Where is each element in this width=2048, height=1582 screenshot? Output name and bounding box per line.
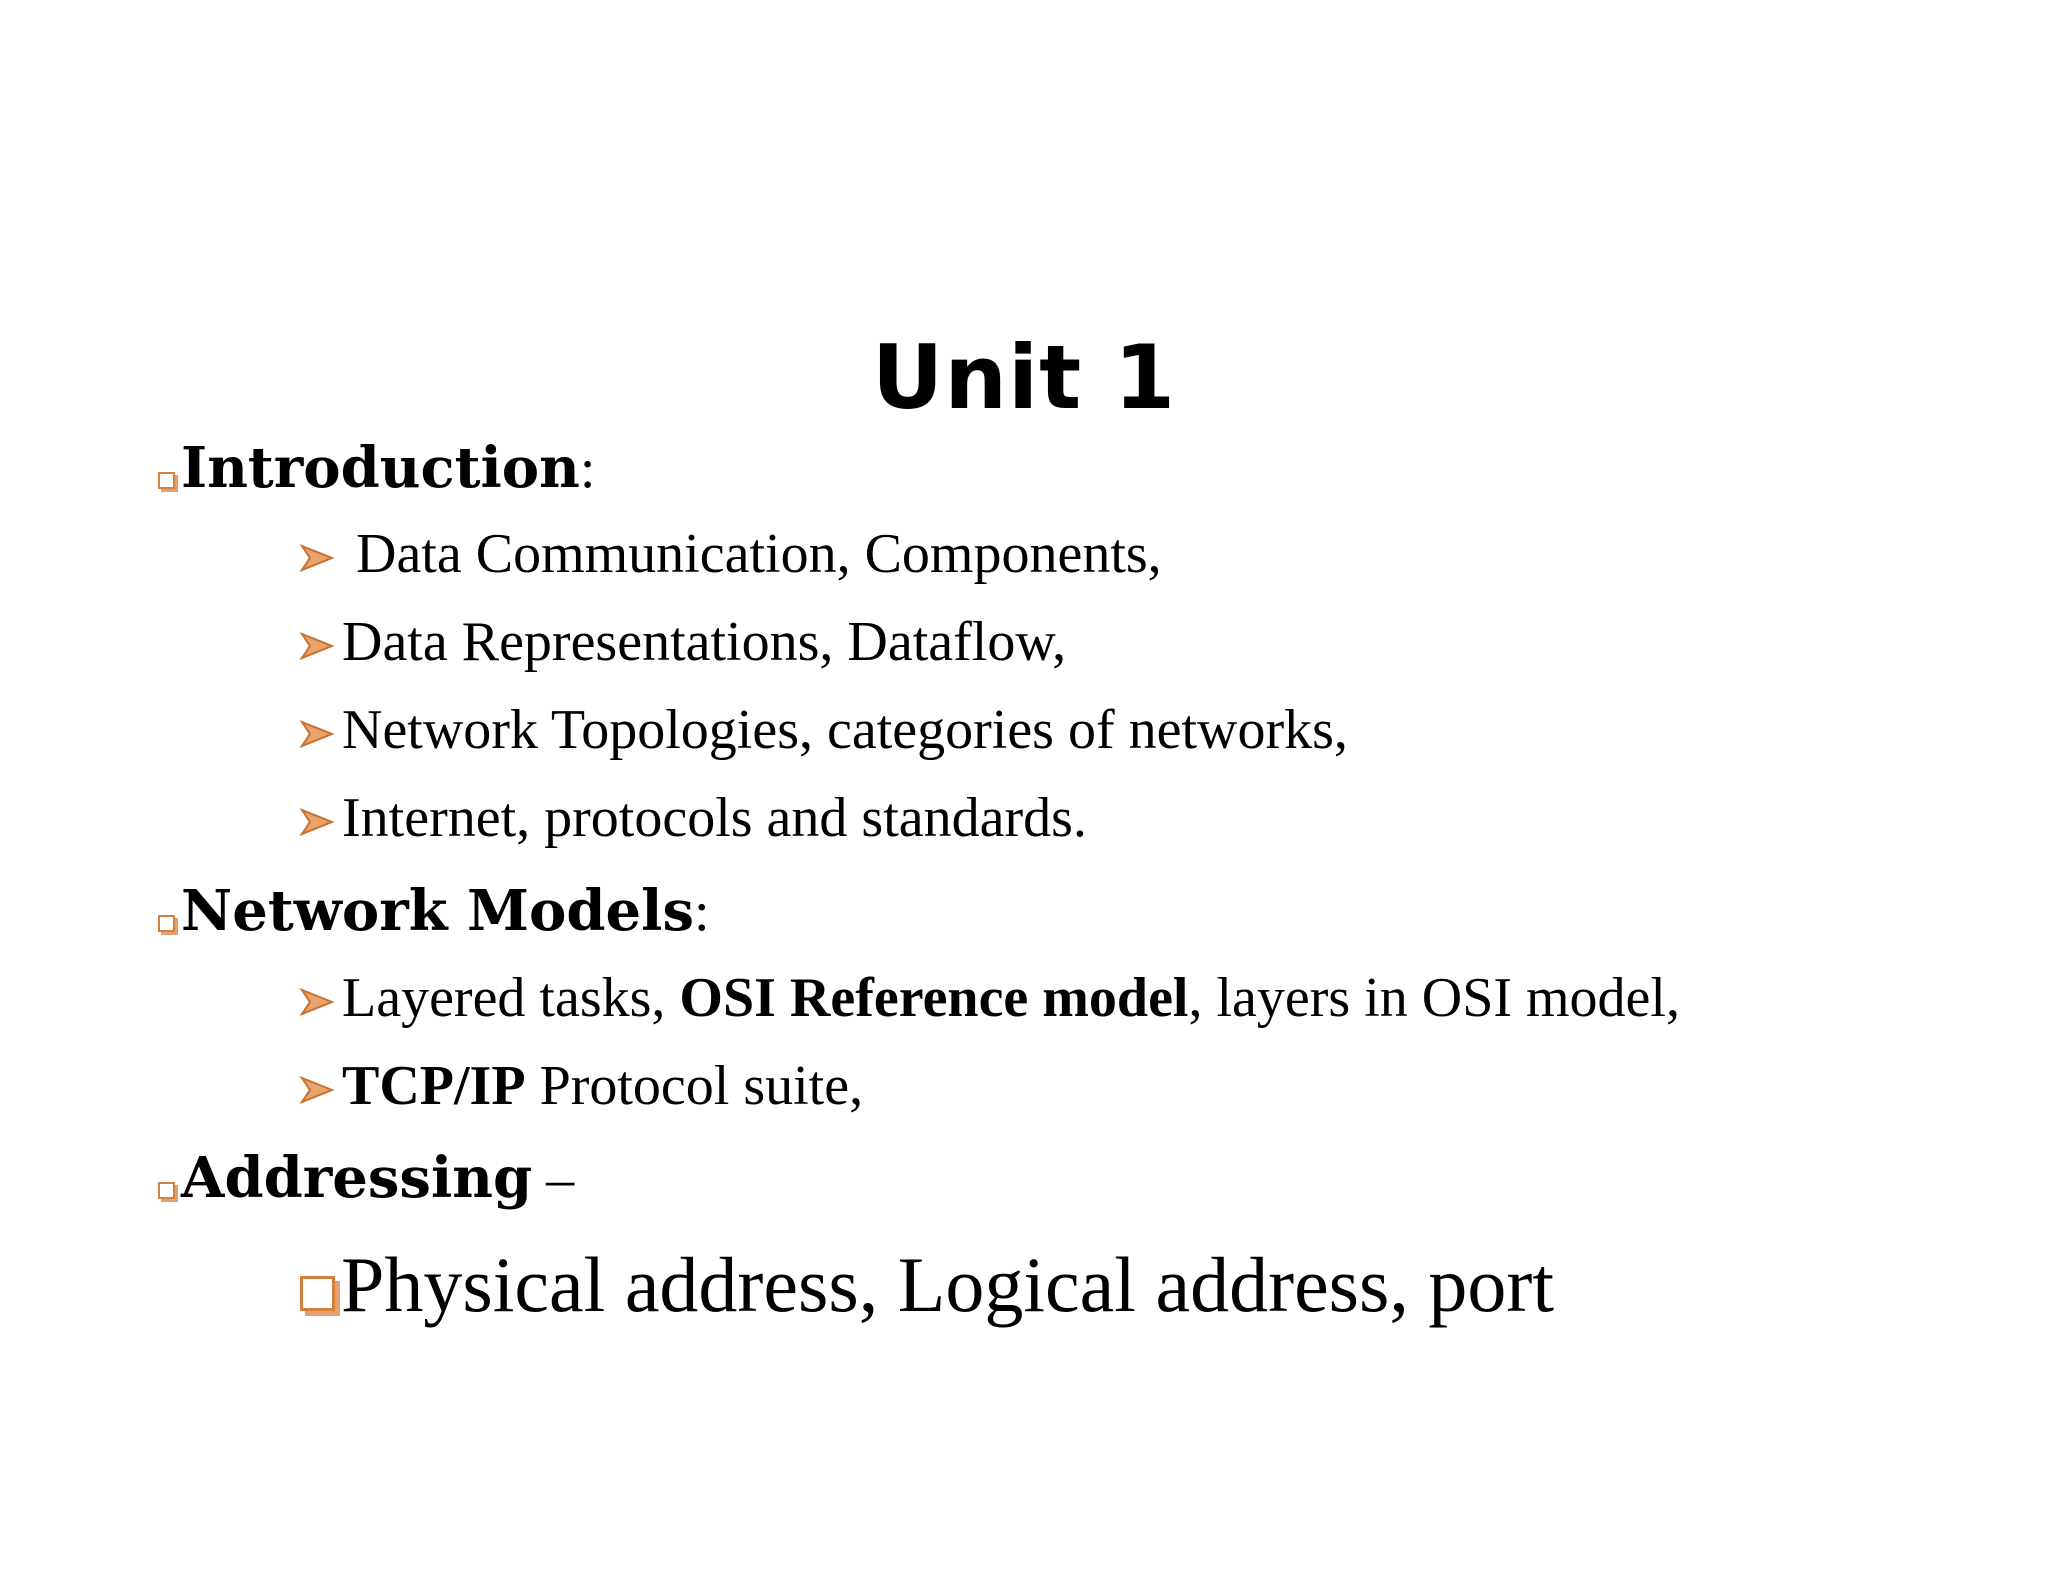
heading-suffix: : [579, 438, 596, 500]
square-bullet-icon [158, 472, 175, 489]
addressing-item: Physical address, Logical address, port [300, 1240, 1554, 1330]
heading-text: Network Models [181, 878, 694, 944]
arrow-bullet-icon [298, 802, 340, 842]
square-bullet-icon [300, 1276, 335, 1311]
heading-suffix: : [693, 881, 710, 943]
arrow-bullet-icon [298, 1070, 340, 1110]
item-text: Physical address, Logical address, port [341, 1241, 1555, 1328]
list-item: Network Topologies, categories of networ… [298, 697, 1348, 763]
list-item: Data Communication, Components, [298, 521, 1162, 587]
arrow-bullet-icon [298, 626, 340, 666]
arrow-bullet-icon [298, 714, 340, 754]
square-bullet-icon [158, 915, 175, 932]
section-heading-network-models: Network Models: [158, 878, 710, 945]
heading-text: Addressing [181, 1145, 533, 1211]
item-text-bold: OSI Reference model [679, 967, 1189, 1029]
item-text-after: Protocol suite, [525, 1055, 864, 1117]
list-item: TCP/IP Protocol suite, [298, 1053, 863, 1119]
slide-title: Unit 1 [871, 326, 1177, 429]
item-text-bold: TCP/IP [342, 1055, 526, 1117]
arrow-bullet-icon [298, 538, 340, 578]
square-bullet-icon [158, 1182, 175, 1199]
item-text: Internet, protocols and standards. [342, 787, 1087, 849]
item-text-before: Layered tasks, [342, 967, 680, 1029]
item-text: Network Topologies, categories of networ… [342, 699, 1348, 761]
item-text: Data Communication, Components, [342, 523, 1162, 585]
item-text: Data Representations, Dataflow, [342, 611, 1067, 673]
list-item: Data Representations, Dataflow, [298, 609, 1066, 675]
section-heading-addressing: Addressing – [158, 1145, 574, 1212]
heading-suffix: – [532, 1148, 575, 1210]
list-item: Internet, protocols and standards. [298, 785, 1087, 851]
heading-text: Introduction [181, 435, 580, 501]
arrow-bullet-icon [298, 982, 340, 1022]
list-item: Layered tasks, OSI Reference model, laye… [298, 965, 1680, 1031]
item-text-after: , layers in OSI model, [1188, 967, 1680, 1029]
section-heading-introduction: Introduction: [158, 435, 595, 502]
